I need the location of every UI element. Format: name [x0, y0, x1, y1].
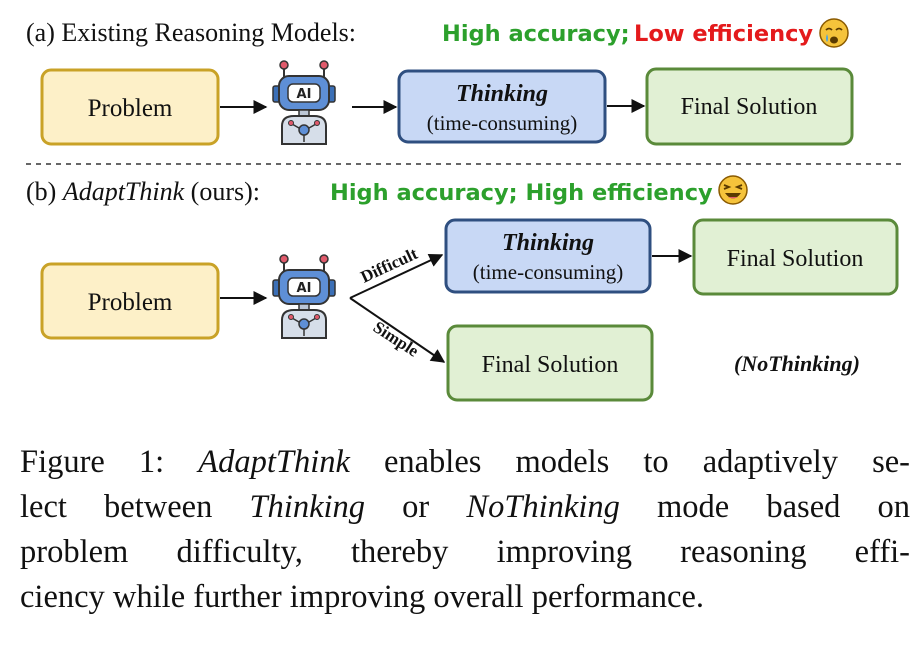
panel-a-problem-label: Problem: [88, 95, 173, 122]
panel-a-problem-box: [40, 68, 220, 146]
panel-b-solution-simple-box: [446, 324, 654, 402]
panel-b-problem-label: Problem: [88, 289, 173, 316]
ai-robot-icon: AI: [272, 60, 336, 145]
arrow-simple: [349, 297, 446, 363]
crying-face-icon: [819, 18, 849, 48]
ai-robot-icon: AI: [272, 254, 336, 339]
panel-a-heading: (a) Existing Reasoning Models:: [26, 18, 356, 47]
panel-a-solution-box: [645, 67, 854, 146]
panel-b-heading: (b) AdaptThink (ours):: [26, 177, 260, 206]
caption-line-2: lect between Thinking or NoThinking mode…: [20, 489, 911, 525]
panel-a-thinking-sub: (time-consuming): [427, 111, 577, 135]
panel-a-efficiency: Low efficiency: [634, 21, 813, 47]
branch-simple-label: Simple: [370, 317, 423, 360]
nothinking-tag: (NoThinking): [734, 351, 860, 376]
panel-b: (b) AdaptThink (ours): High accuracy; Hi…: [26, 175, 899, 402]
panel-a-solution-label: Final Solution: [681, 94, 818, 120]
panel-a-thinking-title: Thinking: [456, 81, 548, 107]
panel-b-thinking-sub: (time-consuming): [473, 260, 623, 284]
panel-a-accuracy: High accuracy;: [442, 21, 630, 47]
panel-a: (a) Existing Reasoning Models: High accu…: [26, 18, 854, 146]
caption-line-4: ciency while further improving overall p…: [20, 579, 705, 615]
panel-b-thinking-box: [444, 218, 652, 294]
panel-b-accuracy: High accuracy; High efficiency: [330, 180, 713, 206]
panel-b-solution-thinking-label: Final Solution: [727, 246, 864, 272]
panel-a-thinking-box: [397, 69, 607, 144]
caption-line-1: Figure 1: AdaptThink enables models to a…: [20, 444, 911, 480]
arrow-difficult: [349, 253, 444, 299]
caption-line-3: problem difficulty, thereby improving re…: [20, 534, 910, 570]
figure-caption: Figure 1: AdaptThink enables models to a…: [20, 440, 910, 620]
panel-b-problem-box: [40, 262, 220, 340]
panel-b-thinking-title: Thinking: [502, 230, 594, 256]
robot-label-a: AI: [297, 87, 312, 102]
robot-label-b: AI: [297, 281, 312, 296]
panel-b-solution-simple-label: Final Solution: [482, 352, 619, 378]
laughing-face-icon: [718, 175, 748, 205]
panel-b-solution-thinking-box: [692, 218, 899, 296]
